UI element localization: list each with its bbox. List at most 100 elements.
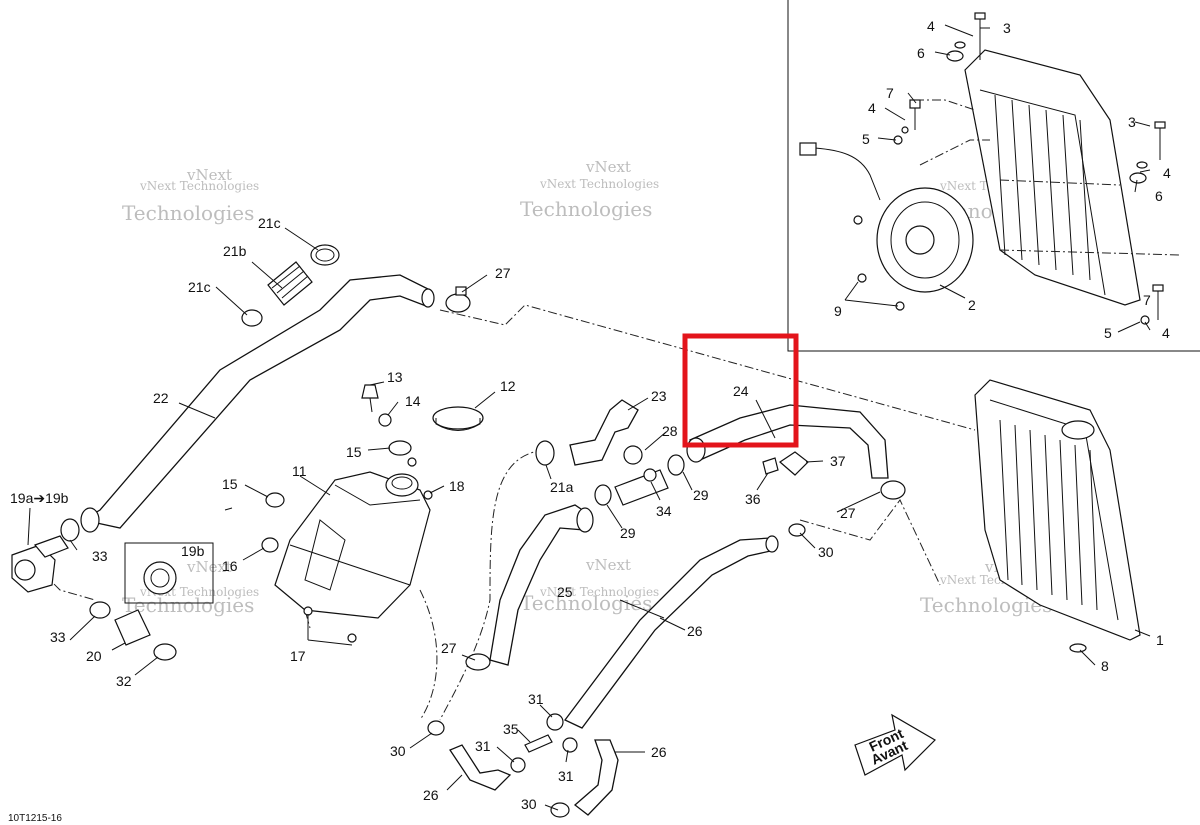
hose-25 [489, 504, 594, 666]
hose-26-long [564, 535, 779, 729]
callout-33: 33 [92, 548, 108, 564]
watermark-text: Technologies [520, 197, 652, 221]
callout-19b: 19b [181, 543, 205, 559]
inset-hardware [853, 12, 1181, 325]
watermark-text: vNext [186, 558, 232, 576]
callout-13: 13 [387, 369, 403, 385]
callout-15: 15 [222, 476, 238, 492]
callout-9: 9 [834, 303, 842, 319]
callout-6: 6 [1155, 188, 1163, 204]
fittings-lower-left [89, 601, 177, 661]
callout-21c: 21c [188, 279, 211, 295]
watermark-text: vNext Technologies [539, 177, 659, 191]
callout-31: 31 [475, 738, 491, 754]
callout-4: 4 [1162, 325, 1170, 341]
thermostat-inset [124, 542, 214, 604]
callout-36: 36 [745, 491, 761, 507]
clamp-21a [535, 440, 555, 466]
callout-33: 33 [50, 629, 66, 645]
callout-31: 31 [558, 768, 574, 784]
callout-14: 14 [405, 393, 421, 409]
hose-23 [569, 399, 643, 466]
callout-4: 4 [1163, 165, 1171, 181]
fittings-36-37 [762, 451, 809, 476]
callout-25: 25 [557, 584, 573, 600]
callout-19a-19b: 19a➔19b [10, 490, 69, 506]
callout-21b: 21b [223, 243, 247, 259]
callout-30: 30 [521, 796, 537, 812]
radiator-1 [974, 379, 1141, 653]
callout-26: 26 [423, 787, 439, 803]
callout-5: 5 [1104, 325, 1112, 341]
clamp-21b [267, 261, 313, 306]
watermark-text: Technologies [122, 593, 254, 617]
callout-12: 12 [500, 378, 516, 394]
callout-3: 3 [1128, 114, 1136, 130]
callout-11: 11 [292, 463, 307, 479]
callout-2: 2 [968, 297, 976, 313]
callout-23: 23 [651, 388, 667, 404]
callout-3: 3 [1003, 20, 1011, 36]
watermark-text: Technologies [520, 591, 652, 615]
inset-frame [787, 0, 1200, 352]
callout-labels: 1 2 3 3 4 4 4 4 5 5 6 6 7 7 8 9 11 12 13… [10, 18, 1171, 812]
callout-26: 26 [651, 744, 667, 760]
callout-6: 6 [917, 45, 925, 61]
callout-29: 29 [693, 487, 709, 503]
thermostat-housing [11, 518, 80, 593]
callout-20: 20 [86, 648, 102, 664]
callout-8: 8 [1101, 658, 1109, 674]
callout-22: 22 [153, 390, 169, 406]
callout-32: 32 [116, 673, 132, 689]
callout-4: 4 [868, 100, 876, 116]
callout-26: 26 [687, 623, 703, 639]
callout-37: 37 [830, 453, 846, 469]
pipe-34 [594, 454, 685, 506]
watermark-text: vNext [585, 158, 631, 176]
callout-27: 27 [495, 265, 511, 281]
hose-22 [80, 274, 435, 533]
callout-29: 29 [620, 525, 636, 541]
inset-radiator [964, 49, 1141, 306]
callout-27: 27 [840, 505, 856, 521]
callout-16: 16 [222, 558, 238, 574]
leader-lines [27, 24, 1151, 811]
callout-30: 30 [818, 544, 834, 560]
hoses-26-lower [427, 713, 619, 818]
callout-35: 35 [503, 721, 519, 737]
callout-7: 7 [886, 85, 894, 101]
inset-fan-2 [799, 142, 974, 293]
callout-4: 4 [927, 18, 935, 34]
watermark-text: vNext [585, 556, 631, 574]
watermark-text: vNext [186, 166, 232, 184]
callout-7: 7 [1143, 292, 1151, 308]
watermark-text: vNext Technologies [139, 179, 259, 193]
callout-18: 18 [449, 478, 465, 494]
highlight-box [682, 333, 799, 448]
callout-27: 27 [441, 640, 457, 656]
front-arrow: Front Avant [854, 713, 936, 776]
expansion-tank-11 [274, 471, 431, 619]
diagram-code: 10T1215-16 [8, 813, 62, 824]
pressure-cap-12 [432, 406, 484, 431]
callout-5: 5 [862, 131, 870, 147]
callout-17: 17 [290, 648, 306, 664]
callout-21a: 21a [550, 479, 574, 495]
callout-21c: 21c [258, 215, 281, 231]
callout-24: 24 [733, 383, 749, 399]
clamp-27-right [880, 480, 906, 500]
callout-30: 30 [390, 743, 406, 759]
watermark-text: vNext Technologies [539, 585, 659, 599]
clamp-27-bottom [465, 653, 491, 671]
clamp-27-top [445, 286, 471, 313]
callout-31: 31 [528, 691, 544, 707]
callout-1: 1 [1156, 632, 1164, 648]
callout-34: 34 [656, 503, 672, 519]
callout-15: 15 [346, 444, 362, 460]
callout-28: 28 [662, 423, 678, 439]
clamp-30-right [788, 523, 806, 537]
clamp-21c-left [241, 309, 263, 327]
watermark-text: Technologies [122, 201, 254, 225]
